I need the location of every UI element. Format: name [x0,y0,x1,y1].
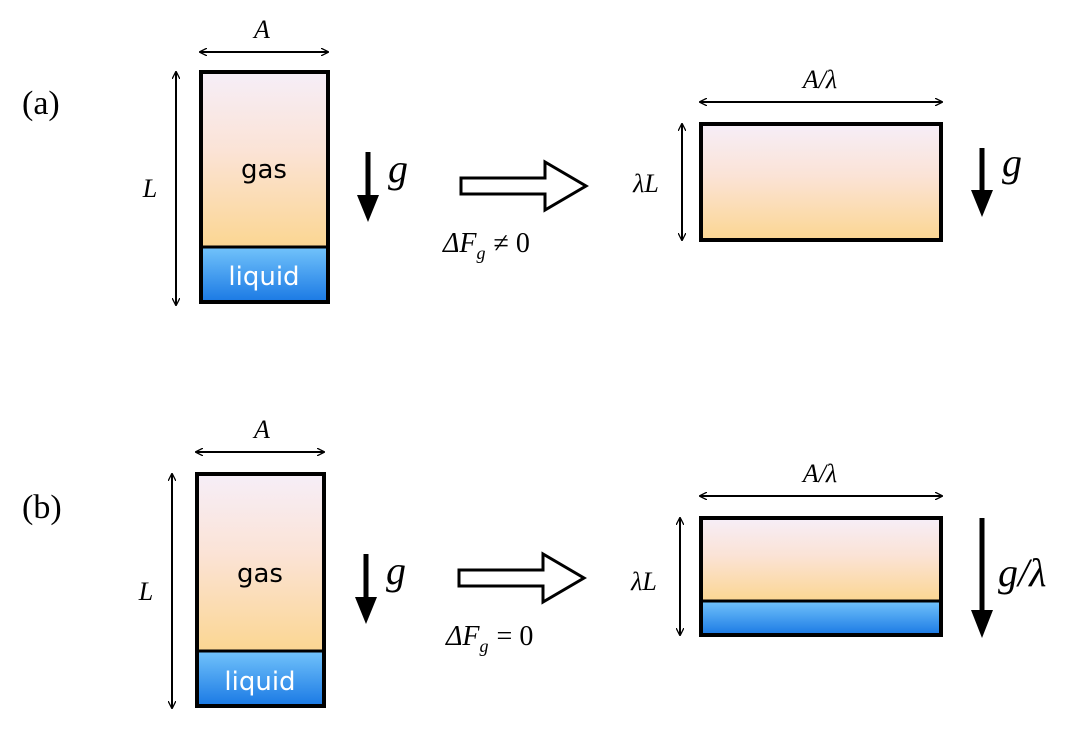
panel-a-left-gravity: g [357,146,408,222]
panel-b-transition: ΔFg = 0 [445,551,587,656]
panel-a-gas-label: gas [241,155,287,185]
panel-a-right-gas-region [699,122,943,242]
subscript-g: g [480,636,489,656]
panel-b-container-outline [195,472,326,708]
relation: ≠ 0 [494,228,530,259]
panel-b-left-gravity: g [355,548,406,624]
panel-b-right-width-label: A/λ [801,459,837,488]
panel-a-container-outline [199,70,330,304]
panel-a-hollow-arrow [459,159,589,213]
subscript-g: g [477,243,486,263]
delta-f: ΔF [442,228,477,259]
gravity-arrow-head [971,610,993,638]
panel-b-right-liquid-region [701,601,941,635]
panel-a-right-container: A/λ λL [632,65,943,242]
gravity-arrow-head [971,190,993,217]
panel-a-liquid-label: liquid [228,262,299,292]
panel-a-right-gravity: g [971,140,1022,217]
panel-b-right-gravity: g/λ [971,518,1046,638]
panel-b-width-label: A [252,415,270,444]
panel-a-transition-text: ΔFg ≠ 0 [442,228,530,263]
panel-a-liquid-region [201,247,328,302]
panel-a-right-height-label: λL [632,169,659,198]
gravity-arrow-head [357,195,379,222]
relation: = 0 [497,621,534,652]
panel-b-label: (b) [22,489,62,526]
panel-a: (a) A L gas liquid g ΔFg≠ 0 [22,15,1022,305]
panel-a-width-label: A [252,15,270,44]
panel-b: (b) A L gas liquid g ΔFg= 0 [22,415,1046,708]
panel-a-left-container: A L gas liquid [142,15,330,305]
panel-b-transition-text: ΔFg = 0 [445,621,533,656]
panel-b-left-gravity-label: g [386,548,406,593]
panel-b-right-container: A/λ λL [630,459,943,637]
panel-b-liquid-label: liquid [224,667,295,697]
panel-b-height-label: L [138,577,153,606]
panel-a-left-gravity-label: g [388,146,408,191]
panel-a-label: (a) [22,85,60,122]
panel-a-transition: ΔFg ≠ 0 [442,159,589,263]
gravity-arrow-head [355,597,377,624]
panel-b-gas-label: gas [237,559,283,589]
panel-b-right-height-label: λL [630,567,657,596]
panel-a-right-gravity-label: g [1002,140,1022,185]
panel-a-right-width-label: A/λ [801,65,837,94]
delta-f: ΔF [445,621,480,652]
panel-b-hollow-arrow [457,551,587,605]
panel-a-height-label: L [142,174,157,203]
panel-a-gas-region [201,72,328,247]
panel-b-right-container-outline [699,516,943,637]
panel-b-right-gravity-label: g/λ [998,550,1046,595]
panel-b-right-gas-region [701,518,941,601]
panel-b-liquid-region [197,651,324,706]
panel-b-left-container: A L gas liquid [138,415,326,708]
panel-b-gas-region [197,474,324,651]
